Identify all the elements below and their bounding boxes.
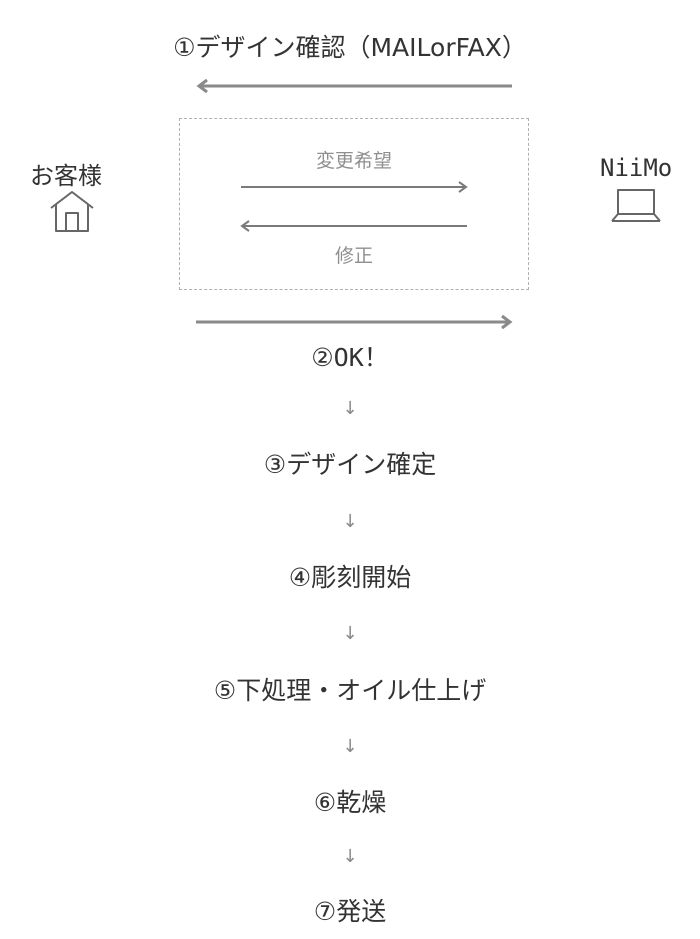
down-arrow-icon: ↓ bbox=[342, 623, 358, 644]
step-2-ok: ②OK！ bbox=[311, 343, 389, 372]
down-arrow-icon: ↓ bbox=[342, 398, 358, 419]
laptop-icon bbox=[611, 189, 661, 222]
revision-arrow bbox=[240, 220, 467, 232]
step-4-engraving-start: ④彫刻開始 bbox=[288, 563, 412, 592]
change-request-label: 変更希望 bbox=[315, 150, 392, 172]
send-design-arrow bbox=[196, 78, 512, 94]
down-arrow-icon: ↓ bbox=[342, 511, 358, 532]
step-5-preparation-oil-finish: ⑤下処理・オイル仕上げ bbox=[213, 676, 487, 705]
change-request-arrow bbox=[241, 181, 468, 193]
step-7-shipping: ⑦発送 bbox=[313, 897, 387, 926]
customer-label: お客様 bbox=[30, 162, 102, 190]
house-icon bbox=[50, 191, 94, 232]
revision-exchange-box bbox=[179, 118, 529, 290]
step-3-design-finalized: ③デザイン確定 bbox=[263, 450, 437, 479]
down-arrow-icon: ↓ bbox=[342, 736, 358, 757]
step-6-drying: ⑥乾燥 bbox=[313, 788, 387, 817]
approval-arrow bbox=[196, 314, 513, 330]
down-arrow-icon: ↓ bbox=[342, 846, 358, 867]
step-1-design-confirmation: ①デザイン確認（MAILorFAX） bbox=[173, 33, 527, 62]
revision-label: 修正 bbox=[334, 245, 373, 267]
company-label: NiiMo bbox=[600, 154, 673, 182]
